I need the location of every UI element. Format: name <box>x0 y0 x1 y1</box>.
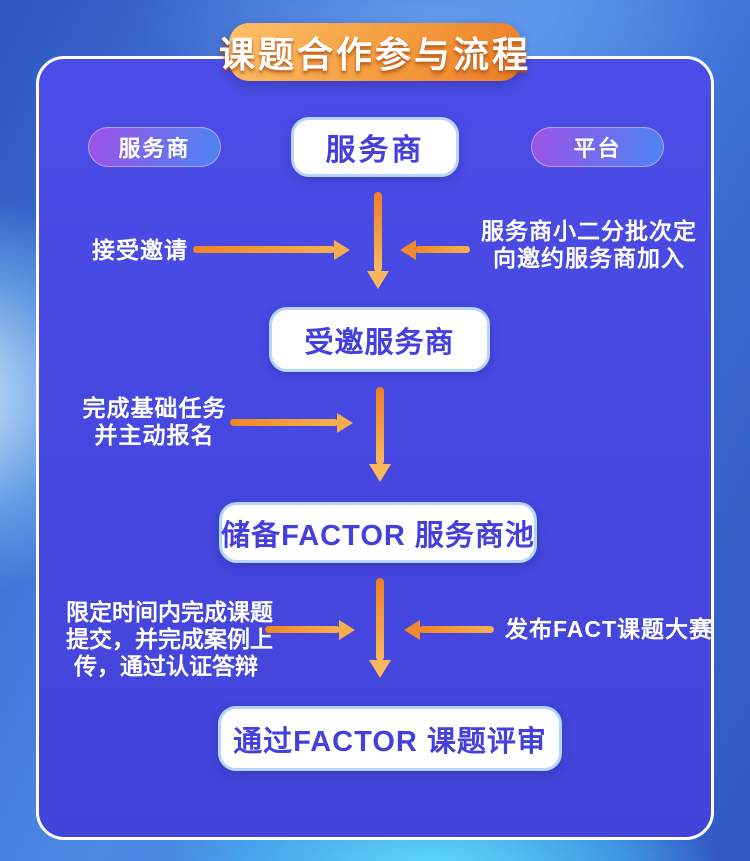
down-arrow-connector-2 <box>376 387 384 465</box>
node-factor-review: 通过FACTOR 课题评审 <box>218 706 562 771</box>
page-title: 课题合作参与流程 <box>219 34 532 75</box>
node-factor-review-label: 通过FACTOR 课题评审 <box>233 725 547 758</box>
node-invited-label: 受邀服务商 <box>304 326 455 359</box>
label-basic-tasks: 完成基础任务 并主动报名 <box>82 395 227 448</box>
title-badge: 课题合作参与流程 <box>219 23 528 81</box>
down-arrow-connector-1 <box>374 192 382 272</box>
down-arrow-connector-3 <box>376 578 384 661</box>
node-service-provider-label: 服务商 <box>325 134 425 167</box>
label-publish-contest: 发布FACT课题大赛 <box>505 616 714 642</box>
role-pill-service-provider-label: 服务商 <box>118 136 191 161</box>
left-arrow-publish <box>419 626 494 633</box>
node-invited-service-provider: 受邀服务商 <box>269 307 490 372</box>
node-factor-pool: 储备FACTOR 服务商池 <box>219 502 537 563</box>
node-service-provider: 服务商 <box>291 117 459 177</box>
right-arrow-basic-tasks <box>230 419 338 426</box>
right-arrow-submit <box>265 626 340 633</box>
role-pill-platform-label: 平台 <box>573 136 622 161</box>
label-accept-invitation: 接受邀请 <box>92 237 188 263</box>
left-arrow-invite <box>415 246 470 253</box>
node-factor-pool-label: 储备FACTOR 服务商池 <box>221 519 535 552</box>
label-batch-invite: 服务商小二分批次定 向邀约服务商加入 <box>481 218 697 271</box>
role-pill-service-provider: 服务商 <box>88 127 221 167</box>
role-pill-platform: 平台 <box>531 127 664 167</box>
label-submit-topic: 限定时间内完成课题 提交，并完成案例上 传，通过认证答辩 <box>66 599 273 679</box>
right-arrow-accept <box>193 246 335 253</box>
